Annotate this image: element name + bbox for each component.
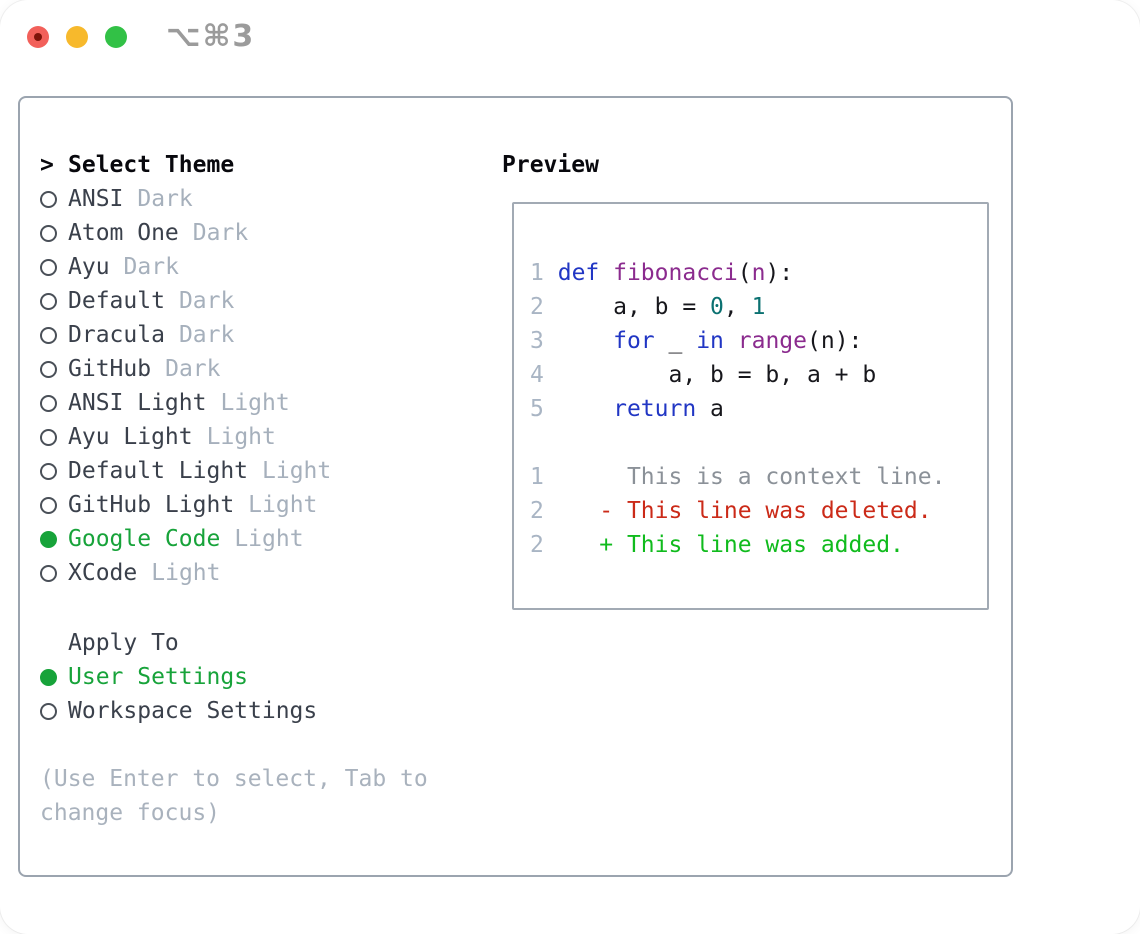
- radio-icon: [40, 428, 57, 446]
- code-line: 5 return a: [530, 396, 724, 422]
- radio-icon: [40, 326, 57, 344]
- theme-name: Ayu: [68, 254, 110, 280]
- radio-icon: [40, 190, 57, 208]
- theme-name: Dracula: [68, 322, 165, 348]
- radio-selected-icon: [40, 668, 57, 686]
- apply-option-user-settings[interactable]: User Settings: [40, 660, 317, 694]
- theme-option-ansi-light-light[interactable]: ANSI Light Light: [40, 386, 331, 420]
- diff-line: 2 + This line was added.: [530, 532, 904, 558]
- theme-option-github-light-light[interactable]: GitHub Light Light: [40, 488, 331, 522]
- theme-name: ANSI: [68, 186, 124, 212]
- radio-icon: [40, 564, 57, 582]
- minimize-button[interactable]: [66, 26, 88, 48]
- theme-variant-tag: Light: [234, 526, 304, 552]
- theme-name: Google Code: [68, 526, 221, 552]
- focus-chevron-icon: >: [40, 152, 54, 178]
- theme-variant-tag: Dark: [137, 186, 193, 212]
- theme-name: Ayu Light: [68, 424, 193, 450]
- line-number: 4: [530, 362, 544, 388]
- preview-pane: 1 def fibonacci(n): 2 a, b = 0, 1 3 for _ …: [512, 202, 989, 610]
- radio-icon: [40, 292, 57, 310]
- theme-option-default-light-light[interactable]: Default Light Light: [40, 454, 331, 488]
- theme-variant-tag: Dark: [165, 356, 221, 382]
- theme-option-google-code-light[interactable]: Google Code Light: [40, 522, 331, 556]
- theme-variant-tag: Light: [262, 458, 332, 484]
- theme-name: GitHub Light: [68, 492, 235, 518]
- line-number: 2: [530, 294, 544, 320]
- line-number: 1: [530, 260, 544, 286]
- theme-option-atom-one-dark[interactable]: Atom One Dark: [40, 216, 331, 250]
- select-theme-header: > Select Theme: [40, 148, 331, 182]
- theme-variant-tag: Dark: [192, 220, 249, 246]
- line-number: 5: [530, 396, 544, 422]
- apply-option-label: Workspace Settings: [68, 698, 318, 724]
- radio-selected-icon: [40, 530, 57, 548]
- line-number: 3: [530, 328, 544, 354]
- close-button[interactable]: [27, 26, 49, 48]
- code-line: 2 a, b = 0, 1: [530, 294, 766, 320]
- radio-icon: [40, 224, 57, 242]
- code-preview: 1 def fibonacci(n): 2 a, b = 0, 1 3 for _ …: [514, 204, 987, 562]
- theme-variant-tag: Light: [206, 424, 276, 450]
- theme-variant-tag: Light: [248, 492, 318, 518]
- theme-name: GitHub: [68, 356, 152, 382]
- select-theme-title: Select Theme: [68, 152, 235, 178]
- theme-option-dracula-dark[interactable]: Dracula Dark: [40, 318, 331, 352]
- theme-name: Atom One: [68, 220, 179, 246]
- help-text: (Use Enter to select, Tab to change focu…: [40, 766, 428, 826]
- apply-option-workspace-settings[interactable]: Workspace Settings: [40, 694, 317, 728]
- radio-icon: [40, 360, 57, 378]
- theme-variant-tag: Light: [151, 560, 221, 586]
- radio-icon: [40, 462, 57, 480]
- theme-option-xcode-light[interactable]: XCode Light: [40, 556, 331, 590]
- theme-option-ayu-light-light[interactable]: Ayu Light Light: [40, 420, 331, 454]
- title-bar: ⌥⌘3: [0, 0, 1140, 74]
- line-number: 2: [530, 498, 544, 524]
- theme-option-default-dark[interactable]: Default Dark: [40, 284, 331, 318]
- apply-option-label: User Settings: [68, 664, 249, 690]
- line-number: 2: [530, 532, 544, 558]
- radio-icon: [40, 394, 57, 412]
- theme-option-github-dark[interactable]: GitHub Dark: [40, 352, 331, 386]
- theme-name: Default Light: [68, 458, 249, 484]
- theme-variant-tag: Light: [220, 390, 290, 416]
- radio-icon: [40, 258, 57, 276]
- diff-line: 2 - This line was deleted.: [530, 498, 932, 524]
- keyboard-shortcut-label: ⌥⌘3: [166, 19, 256, 54]
- blank-line: [530, 426, 987, 460]
- theme-option-ayu-dark[interactable]: Ayu Dark: [40, 250, 331, 284]
- code-line: 4 a, b = b, a + b: [530, 362, 877, 388]
- theme-variant-tag: Dark: [178, 288, 235, 314]
- preview-title: Preview: [502, 152, 599, 178]
- zoom-button[interactable]: [105, 26, 127, 48]
- radio-icon: [40, 496, 57, 514]
- line-number: 1: [530, 464, 544, 490]
- apply-to-header: Apply To: [40, 626, 317, 660]
- diff-line: 1 This is a context line.: [530, 464, 946, 490]
- theme-variant-tag: Dark: [178, 322, 235, 348]
- theme-name: XCode: [68, 560, 138, 586]
- theme-name: ANSI Light: [68, 390, 207, 416]
- theme-name: Default: [68, 288, 165, 314]
- theme-option-ansi-dark[interactable]: ANSI Dark: [40, 182, 331, 216]
- code-line: 1 def fibonacci(n):: [530, 260, 794, 286]
- apply-to-title: Apply To: [68, 630, 179, 656]
- theme-variant-tag: Dark: [123, 254, 179, 280]
- code-line: 3 for _ in range(n):: [530, 328, 863, 354]
- radio-icon: [40, 702, 57, 720]
